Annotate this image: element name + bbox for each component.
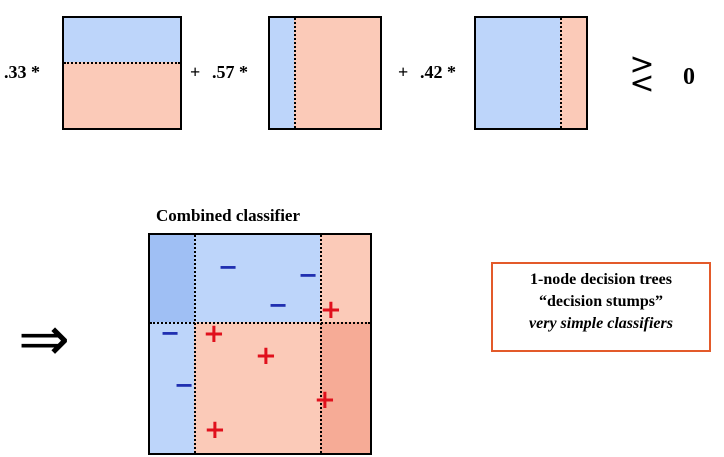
stump1-pink-region: [64, 62, 180, 128]
negative-example: −: [174, 371, 195, 399]
stump3-blue-region: [476, 18, 560, 128]
implies-arrow-icon: ⇒: [18, 302, 70, 375]
inequality-symbol: > <: [628, 47, 656, 101]
stump2-weight: .57 *: [212, 62, 248, 82]
region-left-bottom: [150, 322, 194, 453]
negative-example: −: [298, 261, 319, 289]
greater-than-sign: >: [629, 47, 655, 82]
plus-sign-1: +: [190, 62, 201, 82]
positive-example: +: [255, 341, 277, 371]
positive-example: +: [203, 319, 225, 349]
stump2-blue-region: [270, 18, 295, 128]
stump2-split-line: [294, 18, 297, 128]
combined-horizontal-split: [150, 322, 370, 324]
negative-example: −: [218, 253, 239, 281]
combined-left-split: [194, 235, 196, 453]
stump3-box: [474, 16, 588, 130]
plus-sign-2: +: [398, 62, 409, 82]
stump1-weight: .33 *: [4, 62, 40, 82]
combined-classifier-box: − − − − − + + + + +: [148, 233, 372, 455]
stump2-box: [268, 16, 382, 130]
stump3-weight: .42 *: [420, 62, 456, 82]
stumps-note-box: 1-node decision trees “decision stumps” …: [491, 262, 711, 352]
stump3-split-line: [559, 18, 562, 128]
positive-example: +: [314, 385, 336, 415]
region-right-bottom: [320, 322, 370, 453]
stump3-pink-region: [559, 18, 586, 128]
negative-example: −: [268, 291, 289, 319]
combined-right-split: [320, 235, 322, 453]
region-left-top: [150, 235, 194, 322]
combined-classifier-title: Combined classifier: [156, 206, 301, 225]
threshold-value: 0: [683, 64, 695, 90]
stump1-blue-region: [64, 18, 180, 62]
note-line-1: 1-node decision trees: [530, 271, 672, 288]
stump2-pink-region: [294, 18, 380, 128]
stump1-split-line: [64, 62, 180, 64]
stump1-box: [62, 16, 182, 130]
positive-example: +: [320, 295, 342, 325]
less-than-sign: <: [629, 65, 655, 101]
positive-example: +: [204, 415, 226, 445]
note-line-2: “decision stumps”: [538, 293, 664, 310]
region-middle-bottom: [194, 322, 320, 453]
note-line-3: very simple classifiers: [529, 315, 673, 332]
negative-example: −: [160, 319, 181, 347]
region-middle-top: [194, 235, 320, 322]
region-right-top: [320, 235, 370, 322]
